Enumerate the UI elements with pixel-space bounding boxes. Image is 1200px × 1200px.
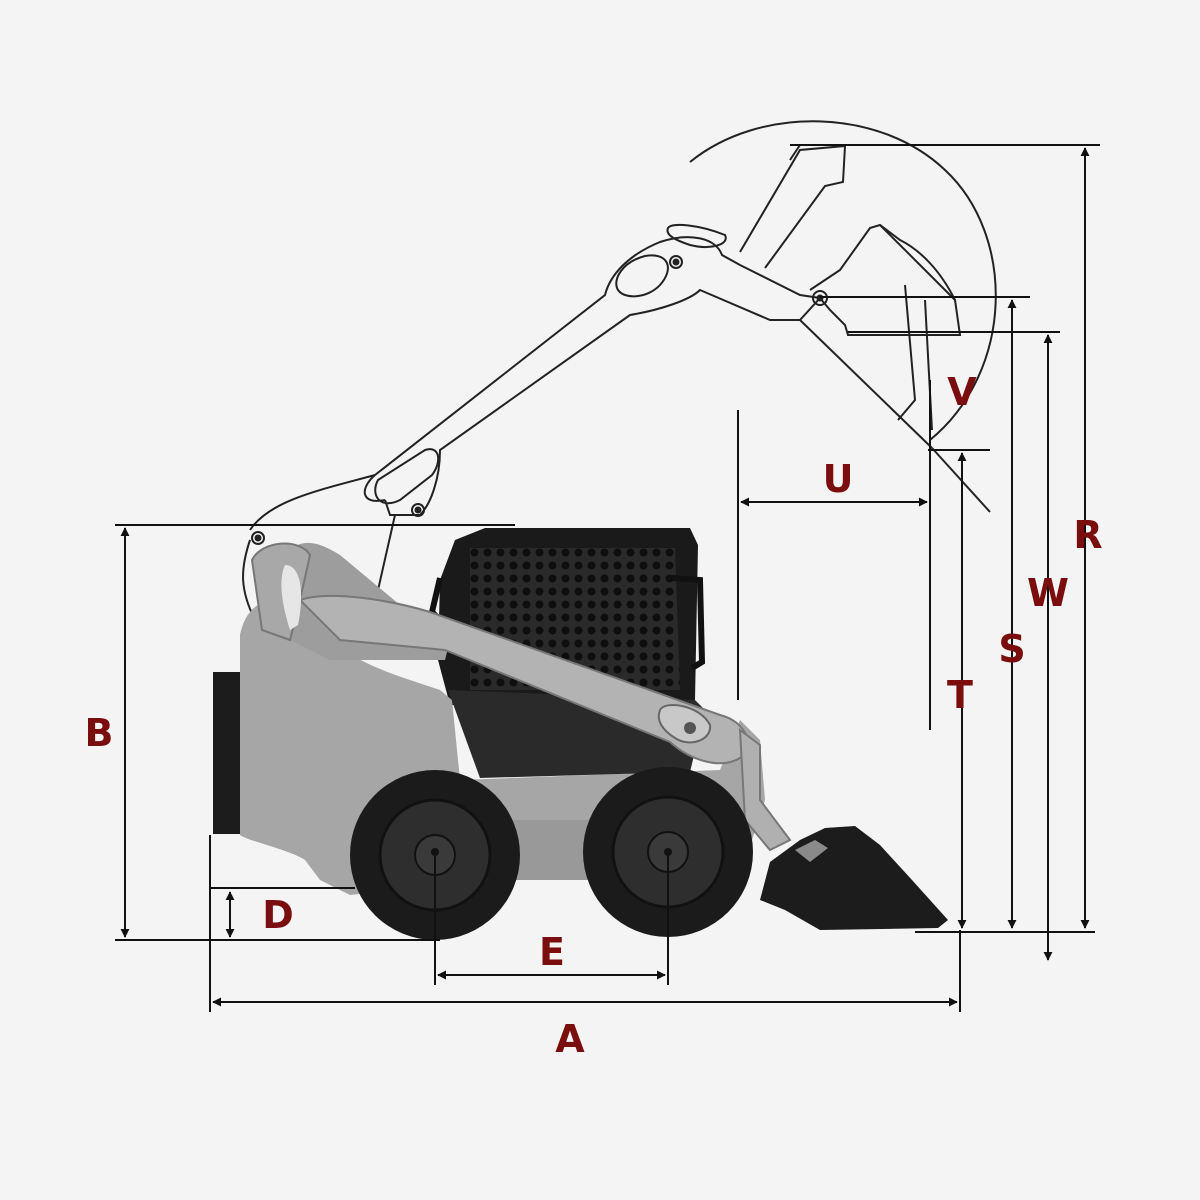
skid-steer-body — [213, 528, 948, 930]
label-S: S — [998, 627, 1025, 671]
dimension-lines — [115, 144, 1100, 1012]
label-U: U — [823, 457, 854, 501]
label-T: T — [947, 673, 973, 717]
label-B: B — [85, 711, 114, 755]
label-E: E — [539, 930, 565, 974]
raised-arm-outline — [242, 120, 997, 621]
label-V: V — [947, 370, 977, 414]
label-A: A — [555, 1017, 585, 1061]
label-W: W — [1027, 571, 1069, 615]
dimension-labels: A B D E U V T S W R — [85, 370, 1103, 1061]
label-R: R — [1073, 513, 1102, 557]
label-D: D — [262, 893, 294, 937]
